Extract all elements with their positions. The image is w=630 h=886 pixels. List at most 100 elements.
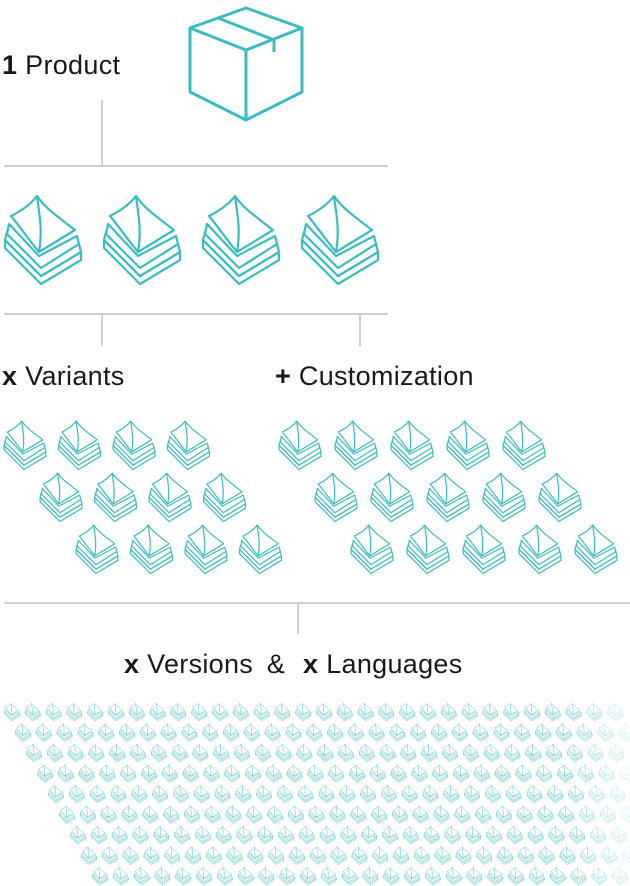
document-stack-icon bbox=[390, 764, 407, 783]
document-stack-icon bbox=[524, 703, 540, 722]
document-stack-icon bbox=[440, 703, 457, 722]
customization-operator: + bbox=[275, 361, 292, 391]
document-stack-icon bbox=[455, 846, 472, 865]
document-stack-icon bbox=[329, 805, 346, 824]
document-stack-icon bbox=[526, 785, 543, 804]
document-stack-icon bbox=[320, 867, 337, 886]
document-stack-icon bbox=[45, 703, 62, 722]
document-stack-icon bbox=[3, 420, 47, 471]
document-stack-icon bbox=[538, 846, 555, 865]
document-stack-icon bbox=[549, 867, 566, 886]
document-stack-icon bbox=[587, 744, 604, 763]
document-stack-icon bbox=[422, 785, 439, 804]
document-stack-icon bbox=[423, 826, 440, 845]
document-stack-icon bbox=[330, 846, 347, 865]
document-stack-icon bbox=[286, 764, 303, 783]
document-stack-icon bbox=[349, 764, 365, 783]
document-stack-icon bbox=[101, 846, 118, 865]
document-stack-icon bbox=[246, 805, 263, 824]
document-stack-icon bbox=[576, 723, 593, 742]
document-stack-icon bbox=[621, 846, 630, 865]
document-stack-icon bbox=[166, 420, 211, 471]
document-stack-icon bbox=[421, 744, 438, 763]
document-stack-icon bbox=[586, 703, 603, 722]
document-stack-icon bbox=[192, 744, 209, 763]
document-stack-icon bbox=[426, 472, 470, 523]
document-stack-icon bbox=[268, 846, 285, 865]
document-stack-icon bbox=[93, 472, 138, 523]
document-stack-icon bbox=[368, 723, 385, 742]
connector-lines bbox=[4, 100, 630, 634]
label-customization: + Customization bbox=[275, 363, 474, 390]
document-stack-icon bbox=[515, 764, 532, 783]
document-stack-icon bbox=[289, 846, 305, 865]
document-stack-icon bbox=[538, 472, 582, 523]
document-stack-icon bbox=[406, 524, 450, 575]
document-stack-icon bbox=[224, 764, 241, 783]
document-stack-icon bbox=[216, 867, 233, 886]
document-stack-icon bbox=[620, 805, 630, 824]
label-variants: x Variants bbox=[2, 363, 125, 390]
document-stack-icon bbox=[547, 785, 564, 804]
document-stack-icon bbox=[196, 867, 212, 886]
document-stack-icon bbox=[234, 744, 250, 763]
product-text: Product bbox=[25, 50, 121, 80]
document-stack-icon bbox=[256, 785, 272, 804]
document-stack-icon bbox=[546, 744, 562, 763]
document-stack-icon bbox=[517, 846, 534, 865]
customization-text: Customization bbox=[298, 361, 474, 391]
document-stack-icon bbox=[264, 723, 281, 742]
document-stack-icon bbox=[267, 805, 283, 824]
document-stack-icon bbox=[90, 826, 107, 845]
document-stack-icon bbox=[504, 744, 521, 763]
document-stack-icon bbox=[170, 703, 187, 722]
document-stack-icon bbox=[287, 805, 304, 824]
document-stack-icon bbox=[26, 744, 42, 763]
document-stack-icon bbox=[232, 703, 249, 722]
document-stack-icon bbox=[601, 846, 617, 865]
document-stack-icon bbox=[591, 867, 608, 886]
document-stack-icon bbox=[247, 846, 264, 865]
document-stack-icon bbox=[431, 723, 447, 742]
document-stack-icon bbox=[610, 826, 627, 845]
document-stack-icon bbox=[597, 723, 614, 742]
document-stack-icon bbox=[100, 805, 117, 824]
document-stack-icon bbox=[379, 744, 396, 763]
document-stack-icon bbox=[495, 805, 512, 824]
languages-text: Languages bbox=[326, 649, 463, 679]
document-stack-icon bbox=[390, 420, 434, 471]
document-stack-icon bbox=[300, 194, 380, 286]
document-stack-icon bbox=[536, 764, 553, 783]
document-stack-icon bbox=[476, 846, 493, 865]
document-stack-icon bbox=[285, 723, 302, 742]
document-stack-icon bbox=[214, 785, 231, 804]
document-stack-icon bbox=[404, 867, 420, 886]
document-stack-icon bbox=[434, 846, 451, 865]
document-stack-icon bbox=[486, 826, 502, 845]
document-stack-icon bbox=[482, 703, 499, 722]
document-stack-icon bbox=[442, 744, 458, 763]
document-stack-icon bbox=[110, 785, 127, 804]
document-stack-icon bbox=[109, 744, 126, 763]
document-stack-icon bbox=[351, 846, 368, 865]
versions-text: Versions bbox=[147, 649, 254, 679]
document-stack-icon bbox=[172, 785, 189, 804]
document-stack-icon bbox=[505, 785, 522, 804]
languages-operator: x bbox=[303, 649, 319, 679]
document-stack-icon bbox=[399, 703, 416, 722]
document-stack-icon bbox=[535, 723, 551, 742]
document-stack-icon bbox=[175, 867, 192, 886]
document-stack-icon bbox=[183, 805, 200, 824]
document-stacks bbox=[3, 194, 630, 886]
document-stack-icon bbox=[202, 723, 219, 742]
document-stack-icon bbox=[577, 764, 594, 783]
document-stack-icon bbox=[121, 805, 138, 824]
document-stack-icon bbox=[3, 194, 83, 286]
document-stack-icon bbox=[66, 703, 83, 722]
variants-operator: x bbox=[2, 361, 18, 391]
document-stack-icon bbox=[619, 764, 630, 783]
product-operator: 1 bbox=[2, 50, 18, 80]
document-stack-icon bbox=[411, 764, 428, 783]
document-stack-icon bbox=[444, 826, 461, 845]
